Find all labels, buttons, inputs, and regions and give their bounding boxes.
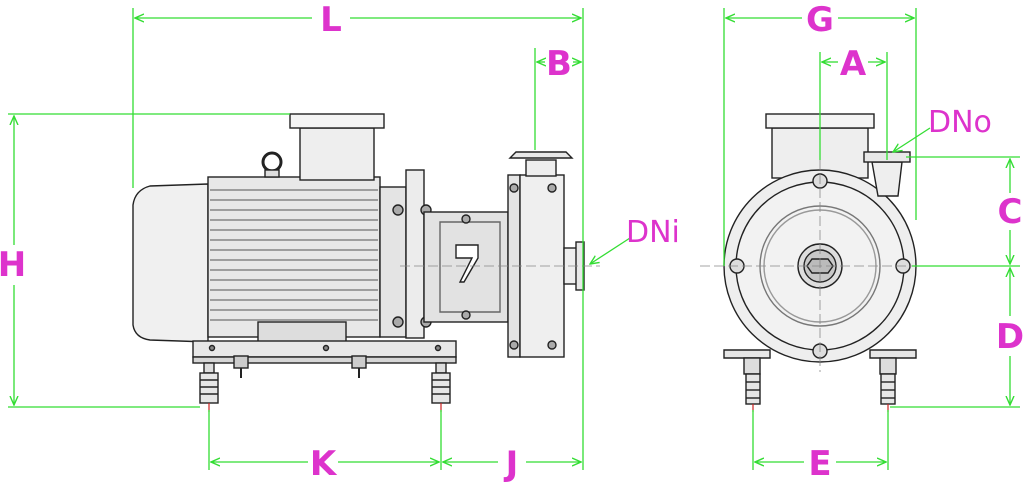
- lifting-eye: [261, 151, 283, 173]
- outlet-flange-side: [508, 151, 574, 159]
- front-outlet-nozzle: [871, 161, 903, 197]
- dim-label-D: D: [996, 317, 1024, 357]
- dim-label-A: A: [840, 44, 867, 84]
- adjustable-foot-right: [431, 362, 451, 412]
- motor-fan-cover: [132, 183, 209, 343]
- adjustable-foot-left: [199, 362, 219, 412]
- dim-label-L: L: [320, 0, 342, 40]
- dim-label-J: J: [504, 444, 519, 484]
- terminal-box-lid: [289, 113, 385, 129]
- motor-foot: [257, 321, 347, 343]
- dim-label-E: E: [808, 444, 831, 484]
- dimension-lines: [8, 8, 1020, 470]
- inlet-connection-label: DNi: [626, 215, 680, 250]
- lantern-adapter: [423, 211, 509, 323]
- side-view: [132, 113, 600, 412]
- dim-label-H: H: [0, 245, 26, 285]
- front-foot-left: [723, 349, 771, 412]
- dim-label-K: K: [310, 444, 338, 484]
- dim-label-C: C: [998, 192, 1023, 232]
- dim-label-B: B: [546, 44, 572, 84]
- outlet-connection-label: DNo: [928, 105, 992, 140]
- motor-body: [207, 176, 381, 338]
- terminal-box: [299, 127, 375, 181]
- front-view: [700, 113, 940, 412]
- coupling-guard-mark: [455, 244, 479, 283]
- motor-cooling-fins: [210, 189, 378, 321]
- front-foot-right: [869, 349, 917, 412]
- dim-label-G: G: [806, 0, 834, 40]
- outlet-nozzle-side: [525, 159, 557, 177]
